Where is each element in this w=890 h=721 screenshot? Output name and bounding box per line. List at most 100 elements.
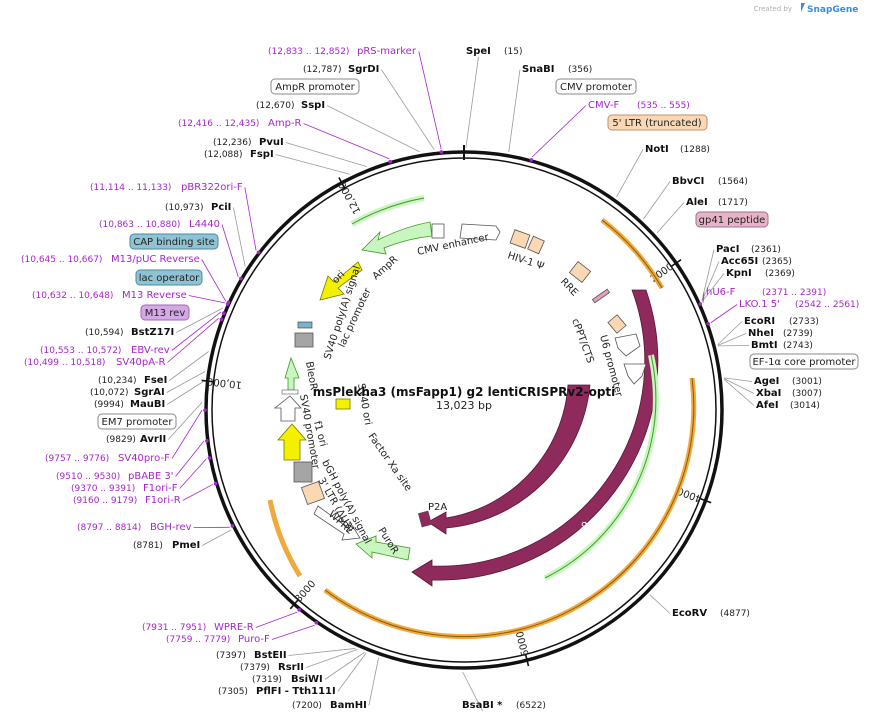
site-pos-2: (1288) — [680, 145, 710, 155]
primer-label-1: Amp-R — [268, 118, 302, 129]
site-pos-25: (10,234) — [98, 376, 137, 386]
primer-leader — [531, 105, 587, 158]
site-pos-12: (3007) — [792, 389, 822, 399]
site-pos-21: (8781) — [133, 541, 163, 551]
primer-label-13: BGH-rev — [150, 522, 192, 533]
site-label-29: PvuI — [259, 137, 284, 148]
site-label-0: SpeI — [466, 46, 491, 57]
site-label-21: PmeI — [172, 540, 200, 551]
primer-leader — [418, 51, 442, 150]
site-leader — [368, 657, 379, 706]
site-leader — [656, 202, 685, 234]
box-gp41 — [695, 211, 769, 228]
site-label-27: PciI — [211, 202, 231, 213]
site-label-10: BmtI — [751, 340, 778, 351]
site-pos-23: (9994) — [94, 400, 124, 410]
site-pos-9: (2739) — [783, 329, 813, 339]
site-label-23: MauBI — [130, 399, 165, 410]
site-pos-26: (10,594) — [85, 328, 124, 338]
primer-leader — [167, 318, 219, 363]
box-em7 — [97, 413, 177, 430]
tick-mark — [201, 379, 214, 383]
site-pos-6: (2365) — [762, 257, 792, 267]
site-pos-5: (2361) — [751, 245, 781, 255]
site-label-19: RsrII — [278, 662, 304, 673]
site-leader — [701, 261, 720, 301]
primer-leader — [182, 484, 213, 501]
tick-mark — [289, 599, 299, 610]
primer-label-6: M13 Reverse — [122, 290, 187, 301]
site-leader — [326, 105, 420, 153]
primer-mark — [207, 456, 212, 460]
site-pos-10: (2743) — [783, 341, 813, 351]
ampr-arrow — [361, 221, 433, 255]
primer-leader — [710, 304, 738, 323]
site-leader — [717, 321, 743, 345]
u6-promoter-arrow — [614, 333, 641, 357]
p2a-label: P2A — [428, 502, 447, 513]
primer-leader — [702, 292, 705, 303]
tick-mark — [338, 177, 346, 189]
box-cmv-promoter — [555, 78, 637, 95]
site-pos-18: (7319) — [252, 675, 282, 685]
bgh-polya-box — [293, 461, 313, 483]
site-label-7: KpnI — [726, 268, 752, 279]
puror-arrow — [355, 535, 411, 561]
site-label-17: PflFI - Tth111I — [256, 686, 336, 697]
tick-mark — [524, 654, 530, 667]
site-pos-14: (4877) — [720, 609, 750, 619]
primer-mark — [388, 159, 393, 164]
primer-range-12: (9160 .. 9179) — [73, 496, 137, 506]
site-label-24: SgrAI — [134, 387, 165, 398]
gp41-box — [591, 288, 611, 304]
primer-range-14: (2371 .. 2391) — [762, 288, 826, 298]
site-leader — [233, 207, 246, 267]
site-pos-11: (3001) — [792, 377, 822, 387]
ori-arrow — [319, 261, 363, 301]
rre-box — [568, 260, 592, 284]
box-ampr-promoter — [270, 78, 360, 95]
site-pos-1: (356) — [568, 65, 592, 75]
p2a-box — [417, 510, 433, 528]
primer-label-layer: pRS-marker (12,833 .. 12,852) Amp-R (12,… — [21, 46, 859, 645]
box-ef1a-label: EF-1α core promoter — [752, 357, 856, 368]
primer-range-7: (10,553 .. 10,572) — [40, 346, 121, 356]
primer-range-10: (9510 .. 9530) — [56, 472, 120, 482]
green-arc-top-core — [351, 197, 425, 225]
primer-mark — [439, 150, 444, 154]
site-leader — [649, 594, 671, 614]
sv40-ori-box — [335, 398, 351, 410]
primer-leader — [188, 295, 225, 304]
tick-label: 6000 — [515, 630, 532, 657]
primer-range-1: (12,416 .. 12,435) — [178, 119, 259, 129]
primer-range-3: (11,114 .. 11,133) — [90, 183, 171, 193]
primer-label-11: F1ori-F — [143, 483, 178, 494]
site-label-9: NheI — [748, 328, 774, 339]
site-leader — [305, 649, 358, 668]
primer-mark — [205, 439, 209, 443]
primer-leader — [255, 611, 298, 628]
primer-range-11: (9370 .. 9391) — [71, 484, 135, 494]
cas9-arrow-inner — [427, 384, 591, 535]
site-label-20: BstEII — [254, 650, 287, 661]
cap-site-box — [297, 321, 313, 329]
site-label-28: FspI — [250, 149, 274, 160]
box-cap-label: CAP binding site — [133, 237, 215, 248]
ampr-label: AmpR — [371, 254, 401, 282]
site-label-15: BsaBI * — [462, 700, 503, 711]
primer-leader — [244, 187, 257, 251]
orange-arc-left — [267, 499, 303, 578]
site-pos-17: (7305) — [218, 687, 248, 697]
primer-mark — [529, 158, 534, 162]
primer-range-8: (10,499 .. 10,518) — [24, 358, 105, 368]
site-label-12: XbaI — [756, 388, 781, 399]
primer-label-8: SV40pA-R — [116, 357, 165, 368]
primer-leader — [271, 624, 315, 640]
site-label-13: AfeI — [756, 400, 779, 411]
site-pos-19: (7379) — [240, 663, 270, 673]
cppt-label: cPPT/CTS — [569, 317, 595, 364]
primer-label-5: M13/pUC Reverse — [111, 254, 200, 265]
cmv-promoter-arrow — [459, 223, 501, 241]
primer-leader — [179, 458, 207, 489]
site-leader — [275, 154, 350, 175]
